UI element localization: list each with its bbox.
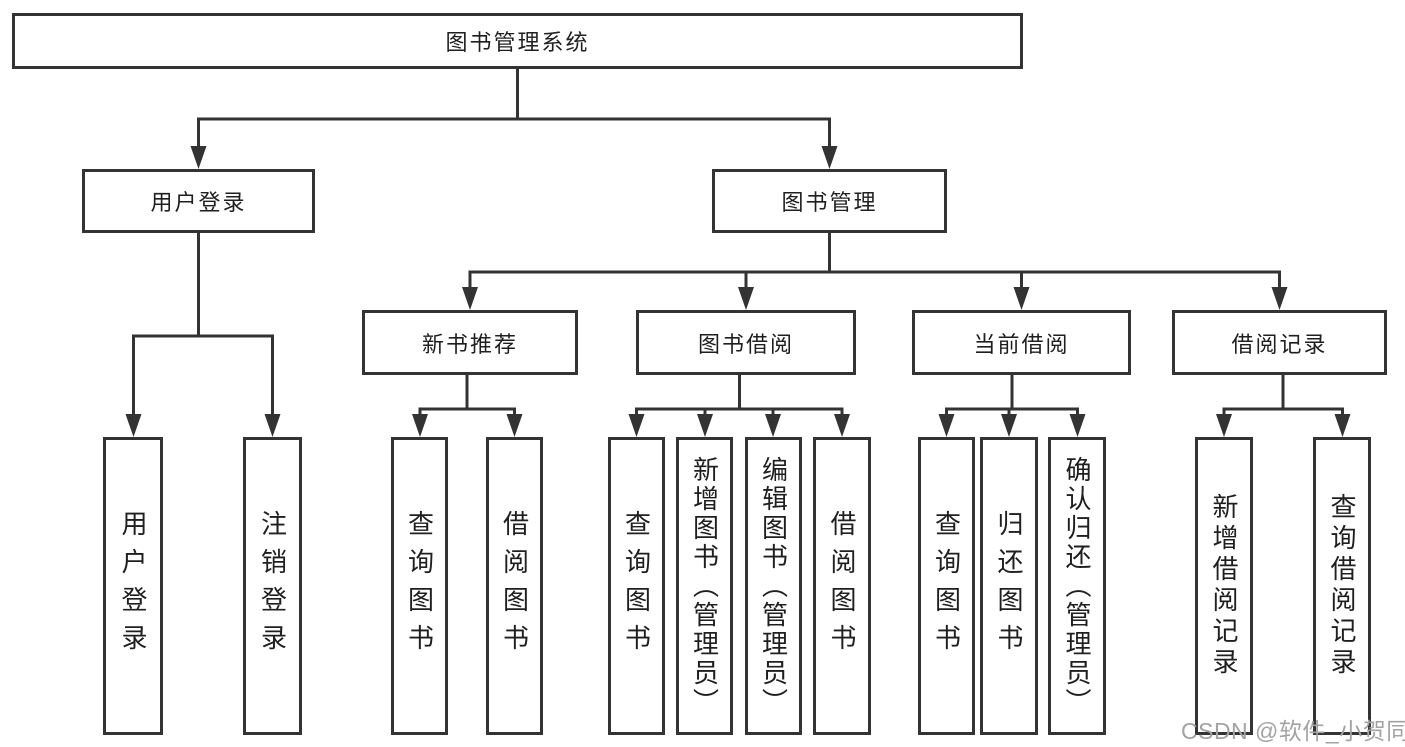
node-library-management-system: 图书管理系统 bbox=[12, 13, 1023, 69]
leaf-confirm-return-admin-label: 确认归还（管理员） bbox=[1062, 455, 1092, 717]
leaf-query-books-current: 查询图书 bbox=[918, 437, 975, 735]
node-new-book-recommendation: 新书推荐 bbox=[362, 310, 578, 375]
leaf-logout: 注销登录 bbox=[243, 437, 302, 735]
leaf-logout-label: 注销登录 bbox=[257, 510, 288, 662]
leaf-query-books-borrowing: 查询图书 bbox=[608, 437, 665, 735]
node-current-borrowing: 当前借阅 bbox=[912, 310, 1131, 375]
leaf-return-books: 归还图书 bbox=[980, 437, 1038, 735]
leaf-query-books-recommend-label: 查询图书 bbox=[404, 510, 435, 662]
leaf-confirm-return-admin: 确认归还（管理员） bbox=[1048, 437, 1106, 735]
leaf-add-books-admin-label: 新增图书（管理员） bbox=[689, 455, 720, 717]
leaf-edit-books-admin-label: 编辑图书（管理员） bbox=[758, 455, 789, 717]
node-book-management: 图书管理 bbox=[712, 169, 947, 233]
leaf-add-borrow-record: 新增借阅记录 bbox=[1195, 437, 1253, 735]
leaf-borrow-books-recommend-label: 借阅图书 bbox=[499, 510, 530, 662]
leaf-query-books-borrowing-label: 查询图书 bbox=[621, 510, 652, 662]
leaf-query-borrow-record: 查询借阅记录 bbox=[1313, 437, 1371, 735]
arrowheads bbox=[125, 146, 1351, 437]
leaf-user-login: 用户登录 bbox=[103, 437, 163, 735]
leaf-borrow-books-recommend: 借阅图书 bbox=[486, 437, 543, 735]
node-book-borrowing: 图书借阅 bbox=[636, 310, 856, 375]
leaf-return-books-label: 归还图书 bbox=[994, 510, 1024, 662]
leaf-borrow-books-borrowing-label: 借阅图书 bbox=[827, 510, 857, 662]
node-user-login-group: 用户登录 bbox=[82, 169, 315, 233]
leaf-user-login-label: 用户登录 bbox=[118, 510, 148, 662]
leaf-query-books-recommend: 查询图书 bbox=[391, 437, 448, 735]
leaf-edit-books-admin: 编辑图书（管理员） bbox=[745, 437, 802, 735]
leaf-query-borrow-record-label: 查询借阅记录 bbox=[1327, 493, 1357, 679]
csdn-watermark: CSDN @软件_小贺同学 bbox=[1181, 718, 1405, 744]
node-borrowing-records: 借阅记录 bbox=[1172, 310, 1387, 375]
leaf-query-books-current-label: 查询图书 bbox=[931, 510, 962, 662]
leaf-add-books-admin: 新增图书（管理员） bbox=[676, 437, 733, 735]
leaf-add-borrow-record-label: 新增借阅记录 bbox=[1209, 493, 1239, 679]
leaf-borrow-books-borrowing: 借阅图书 bbox=[813, 437, 871, 735]
